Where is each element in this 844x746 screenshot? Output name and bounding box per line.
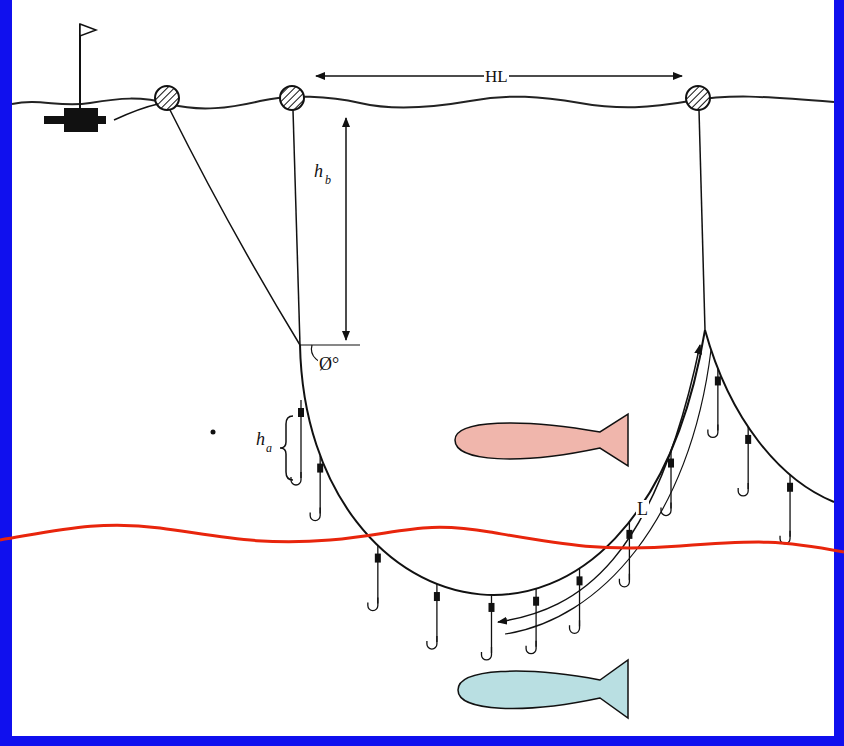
main-line [705, 330, 834, 502]
angle-baseline [300, 344, 360, 345]
branch-stroke [317, 464, 323, 473]
branch-stroke [310, 508, 320, 521]
branch-line [293, 110, 300, 345]
fish [455, 414, 628, 466]
branch-stroke [745, 435, 751, 444]
float [155, 86, 710, 110]
radio-buoy [44, 116, 106, 124]
branch-stroke [738, 483, 748, 496]
dimension-label: Ø° [318, 355, 340, 373]
branch-stroke [715, 376, 721, 385]
branch-stroke [661, 503, 671, 516]
flag-pole [79, 24, 81, 112]
branch-stroke [427, 636, 437, 649]
dimension-arrow [345, 118, 347, 340]
main-line [300, 330, 705, 595]
dimension-label: a [265, 442, 273, 454]
branch-stroke [526, 641, 536, 654]
branch-stroke [619, 574, 629, 587]
dimension-label: h [313, 162, 324, 180]
branch-stroke [434, 592, 440, 601]
branch-stroke [668, 459, 674, 468]
branch-stroke [375, 554, 381, 563]
dimension-label: L [636, 500, 649, 518]
dot [211, 430, 216, 435]
float-line [170, 110, 300, 345]
length-arrow [498, 345, 700, 622]
branch-stroke [577, 576, 583, 585]
branch-stroke [708, 424, 718, 437]
dimension-label: HL [484, 68, 509, 85]
branch-stroke [533, 597, 539, 606]
branch-stroke [626, 530, 632, 539]
branch-stroke [488, 603, 494, 612]
branch-stroke [570, 620, 580, 633]
flag [80, 24, 96, 36]
branch-stroke [291, 472, 301, 485]
branch-stroke [368, 598, 378, 611]
branch-stroke [481, 647, 491, 660]
branch-lines [291, 368, 793, 659]
branch-stroke [298, 408, 304, 417]
fish [458, 660, 628, 718]
dimension-label: b [324, 174, 332, 186]
depth-line [0, 525, 844, 552]
float-line [699, 110, 705, 330]
buoy-line [114, 104, 158, 120]
dimension-bracket [280, 416, 293, 480]
branch-stroke [787, 483, 793, 492]
